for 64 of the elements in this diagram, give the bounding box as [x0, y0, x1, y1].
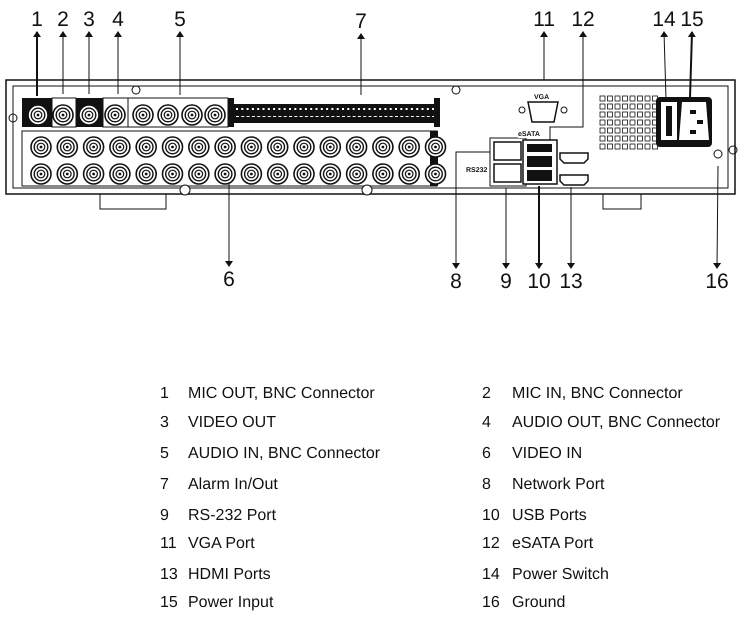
item-number: 5 [160, 444, 169, 464]
item-description: Alarm In/Out [188, 475, 278, 495]
leader-line [688, 31, 696, 98]
leader-line [357, 33, 365, 96]
item-description: AUDIO IN, BNC Connector [188, 444, 380, 464]
leader-line [535, 186, 543, 269]
item-number: 8 [482, 475, 491, 495]
item-description: RS-232 Port [188, 506, 276, 526]
callout-number: 1 [29, 7, 45, 31]
item-description: USB Ports [512, 506, 587, 526]
leader-line [33, 31, 41, 96]
leader-line [713, 166, 722, 269]
item-description: VGA Port [188, 534, 255, 554]
item-description: HDMI Ports [188, 565, 271, 585]
item-number: 1 [160, 384, 169, 404]
callout-number: 3 [81, 7, 97, 31]
item-description: eSATA Port [512, 534, 594, 554]
leader-line [660, 31, 668, 100]
callout-number: 12 [570, 7, 596, 31]
item-description: Ground [512, 593, 566, 613]
item-number: 10 [482, 506, 500, 526]
item-number: 9 [160, 506, 169, 526]
callout-number: 10 [526, 269, 552, 293]
leader-line [452, 152, 490, 269]
item-description: MIC OUT, BNC Connector [188, 384, 375, 404]
leader-line [502, 188, 510, 269]
callout-number: 2 [55, 7, 71, 31]
leader-line [176, 31, 184, 96]
callout-number: 16 [704, 269, 730, 293]
callout-number: 13 [558, 269, 584, 293]
item-description: Network Port [512, 475, 604, 495]
item-description: Power Switch [512, 565, 609, 585]
callout-number: 6 [221, 267, 237, 291]
item-number: 13 [160, 565, 178, 585]
callout-number: 15 [679, 7, 705, 31]
item-description: MIC IN, BNC Connector [512, 384, 683, 404]
item-description: Power Input [188, 593, 274, 613]
leader-line [567, 186, 575, 269]
callout-number: 8 [448, 269, 464, 293]
item-description: AUDIO OUT, BNC Connector [512, 413, 720, 433]
item-number: 2 [482, 384, 491, 404]
item-number: 11 [160, 534, 177, 554]
callout-number: 4 [110, 7, 126, 31]
callout-number: 5 [172, 7, 188, 31]
item-number: 7 [160, 475, 169, 495]
leader-line [114, 31, 122, 94]
callout-number: 11 [531, 7, 557, 31]
leader-line [85, 31, 93, 94]
item-number: 3 [160, 413, 169, 433]
item-number: 4 [482, 413, 491, 433]
item-number: 6 [482, 444, 491, 464]
item-description: VIDEO OUT [188, 413, 276, 433]
item-description: VIDEO IN [512, 444, 582, 464]
item-number: 12 [482, 534, 500, 554]
item-number: 16 [482, 593, 500, 613]
leader-line [540, 31, 548, 80]
callout-number: 9 [498, 269, 514, 293]
callout-number: 7 [353, 9, 369, 33]
leader-line [59, 31, 67, 94]
callout-number: 14 [651, 7, 677, 31]
item-number: 14 [482, 565, 500, 585]
leader-line [225, 182, 233, 267]
leader-line [550, 31, 587, 140]
item-number: 15 [160, 593, 178, 613]
